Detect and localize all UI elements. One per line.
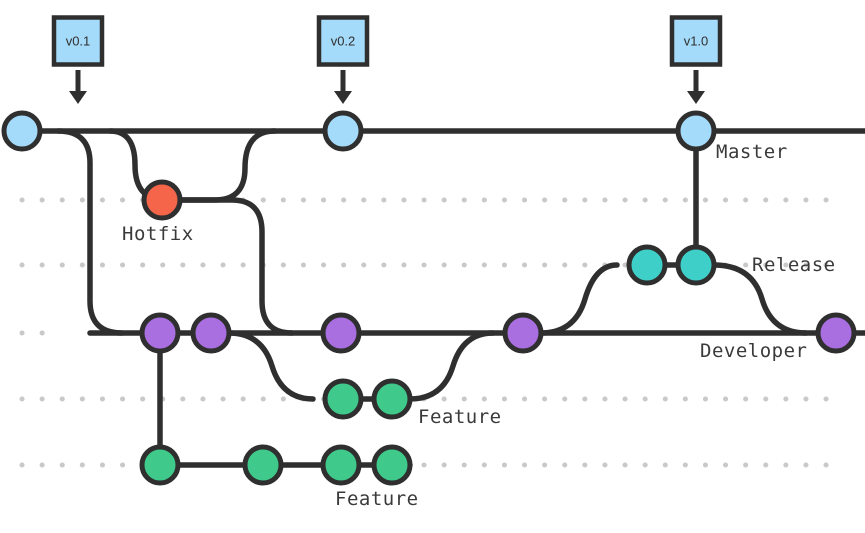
tag-box (51, 15, 105, 67)
commit-node-f2[interactable] (371, 378, 413, 420)
commit-node-g4[interactable] (371, 444, 413, 486)
commit-node-r1[interactable] (626, 244, 668, 286)
branch-edges (19, 128, 865, 468)
commit-node-r2[interactable] (675, 244, 717, 286)
branch-label-master: Master (716, 141, 788, 163)
commit-node-d5[interactable] (815, 312, 857, 354)
commit-node-d1[interactable] (139, 312, 181, 354)
commit-node-h1[interactable] (141, 179, 183, 221)
branch-label-hotfix: Hotfix (122, 223, 194, 245)
tag-arrow-head (69, 91, 87, 104)
commit-node-d2[interactable] (190, 312, 232, 354)
edge-developer-to-feature1 (226, 330, 316, 402)
version-tag-v0-2[interactable]: v0.2 (316, 15, 370, 105)
branch-label-feature-2: Feature (335, 488, 419, 510)
edge-release-to-developer (711, 262, 809, 336)
tag-arrow-head (334, 91, 352, 104)
tag-label: v1.0 (684, 33, 709, 48)
branch-label-developer: Developer (700, 340, 807, 362)
commit-node-g2[interactable] (242, 444, 284, 486)
commit-node-d4[interactable] (502, 312, 544, 354)
tag-arrow-head (687, 91, 705, 104)
commit-node-g3[interactable] (320, 444, 362, 486)
tag-box (316, 15, 370, 67)
version-tag-v1-0[interactable]: v1.0 (669, 15, 723, 105)
commit-node-m2[interactable] (322, 110, 364, 152)
edge-hotfix-to-master (177, 128, 278, 203)
commit-node-m3[interactable] (675, 110, 717, 152)
tag-label: v0.2 (331, 33, 356, 48)
edge-hotfix-to-developer (177, 197, 295, 336)
commit-node-d3[interactable] (320, 312, 362, 354)
version-tags: v0.1 v0.2 v1.0 (51, 15, 723, 105)
tag-label: v0.1 (66, 33, 91, 48)
edge-feature1-to-developer (407, 330, 496, 402)
commit-nodes (1, 110, 857, 486)
edge-master-to-developer (55, 128, 125, 336)
branch-label-feature-1: Feature (418, 406, 502, 428)
branch-labels: MasterHotfixReleaseDeveloperFeatureFeatu… (122, 141, 836, 510)
branch-label-release: Release (752, 254, 836, 276)
edge-developer-to-release (538, 262, 620, 336)
commit-node-f1[interactable] (322, 378, 364, 420)
commit-node-g1[interactable] (139, 444, 181, 486)
tag-box (669, 15, 723, 67)
version-tag-v0-1[interactable]: v0.1 (51, 15, 105, 105)
commit-node-m1[interactable] (1, 110, 43, 152)
